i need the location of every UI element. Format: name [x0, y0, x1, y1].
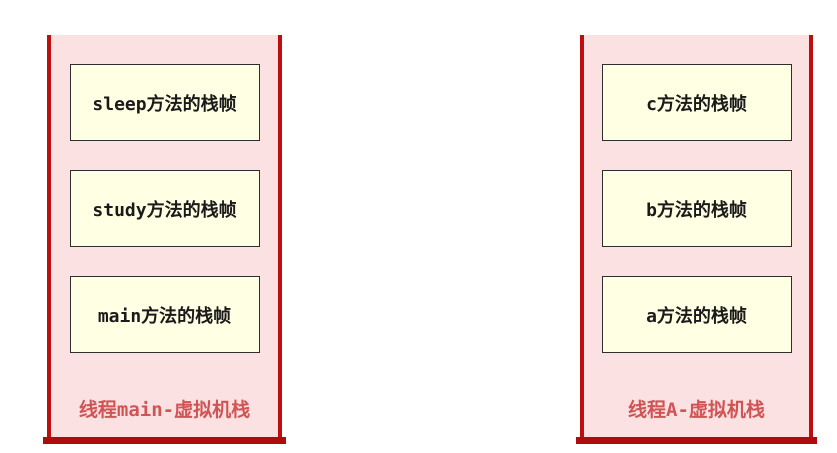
thread-a-stack-container: c方法的栈帧 b方法的栈帧 a方法的栈帧 线程A-虚拟机栈 [576, 35, 817, 444]
stack-frame-label: study方法的栈帧 [92, 199, 237, 221]
stack-caption-thread-main: 线程main-虚拟机栈 [78, 399, 251, 421]
stack-frame-a: a方法的栈帧 [601, 276, 792, 353]
stack-frame-b: b方法的栈帧 [601, 170, 792, 247]
stack-frame-label: c方法的栈帧 [646, 93, 747, 115]
stack-frame-label: sleep方法的栈帧 [92, 93, 237, 115]
stack-frame-main: main方法的栈帧 [69, 276, 260, 353]
stack-bottom-bar [43, 437, 286, 444]
stack-frame-study: study方法的栈帧 [69, 170, 260, 247]
thread-main-stack-container: sleep方法的栈帧 study方法的栈帧 main方法的栈帧 线程main-虚… [43, 35, 286, 444]
stack-bottom-bar [576, 437, 817, 444]
stack-frame-sleep: sleep方法的栈帧 [69, 64, 260, 141]
stack-frame-label: b方法的栈帧 [646, 199, 747, 221]
stack-caption-thread-a: 线程A-虚拟机栈 [628, 399, 765, 421]
stack-frame-label: main方法的栈帧 [97, 305, 232, 327]
stack-frame-label: a方法的栈帧 [646, 305, 747, 327]
stack-frame-c: c方法的栈帧 [601, 64, 792, 141]
